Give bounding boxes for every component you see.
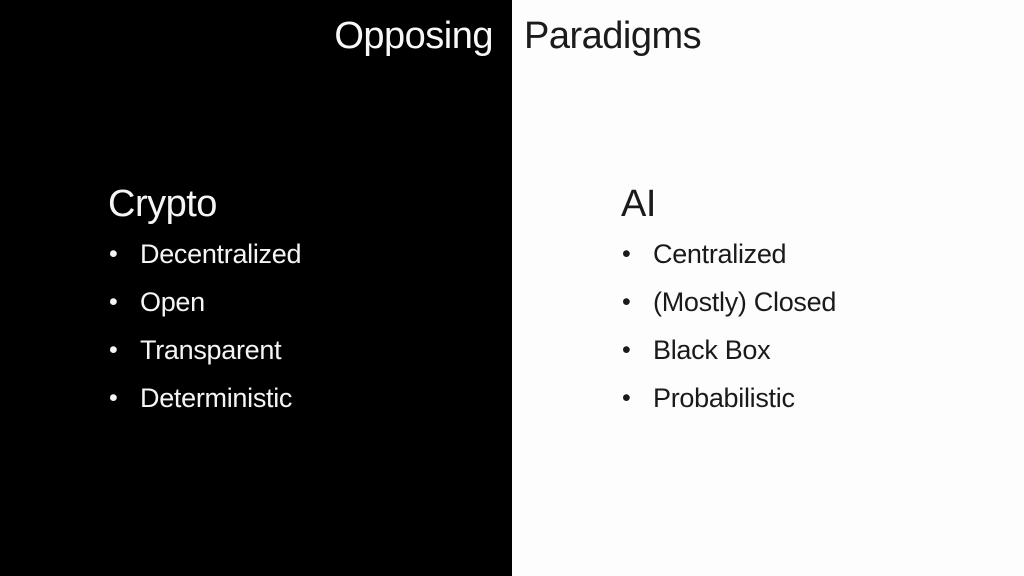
bullet-label: (Mostly) Closed xyxy=(653,287,837,317)
bullet-icon: • xyxy=(622,336,631,364)
bullet-icon: • xyxy=(109,288,118,316)
list-item: • (Mostly) Closed xyxy=(621,278,1001,326)
title-word-opposing: Opposing xyxy=(334,15,493,57)
crypto-heading: Crypto xyxy=(108,183,217,225)
left-black-panel xyxy=(0,0,512,576)
bullet-icon: • xyxy=(622,240,631,268)
bullet-icon: • xyxy=(622,288,631,316)
list-item: • Transparent xyxy=(108,326,488,374)
bullet-label: Probabilistic xyxy=(653,383,795,413)
ai-bullet-list: • Centralized • (Mostly) Closed • Black … xyxy=(621,230,1001,422)
bullet-label: Transparent xyxy=(140,335,282,365)
list-item: • Black Box xyxy=(621,326,1001,374)
bullet-label: Deterministic xyxy=(140,383,293,413)
slide-title: Opposing Paradigms xyxy=(0,12,1024,60)
crypto-bullet-list: • Decentralized • Open • Transparent • D… xyxy=(108,230,488,422)
bullet-icon: • xyxy=(109,336,118,364)
list-item: • Decentralized xyxy=(108,230,488,278)
bullet-label: Centralized xyxy=(653,239,787,269)
list-item: • Open xyxy=(108,278,488,326)
bullet-label: Black Box xyxy=(653,335,771,365)
bullet-label: Decentralized xyxy=(140,239,302,269)
ai-heading: AI xyxy=(621,183,656,225)
column-crypto: Crypto • Decentralized • Open • Transpar… xyxy=(108,184,488,422)
bullet-label: Open xyxy=(140,287,205,317)
title-word-paradigms: Paradigms xyxy=(524,15,702,57)
bullet-icon: • xyxy=(109,240,118,268)
list-item: • Centralized xyxy=(621,230,1001,278)
bullet-icon: • xyxy=(622,384,631,412)
bullet-icon: • xyxy=(109,384,118,412)
column-ai: AI • Centralized • (Mostly) Closed • Bla… xyxy=(621,184,1001,422)
list-item: • Deterministic xyxy=(108,374,488,422)
list-item: • Probabilistic xyxy=(621,374,1001,422)
